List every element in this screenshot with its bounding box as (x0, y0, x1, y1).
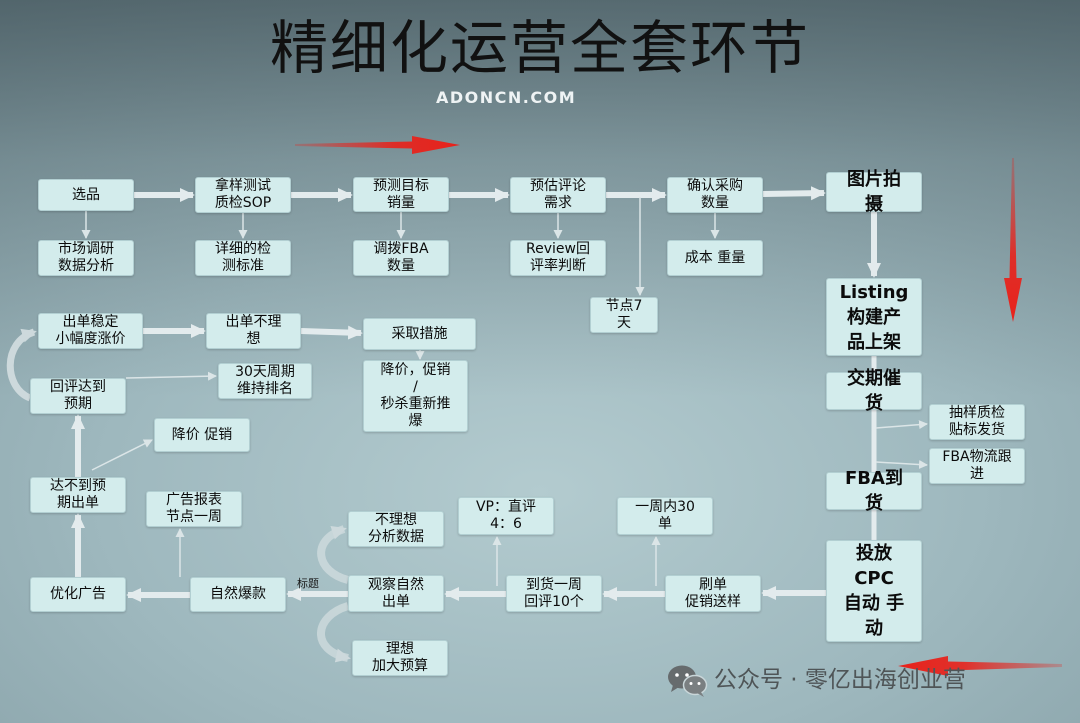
node-cpc: 投放 CPC 自动 手 动 (826, 540, 922, 642)
node-cost-weight: 成本 重量 (667, 240, 763, 276)
node-review-expected: 回评达到 预期 (30, 378, 126, 414)
node-ideal: 理想 加大预算 (352, 640, 448, 676)
node-sampling-qc: 抽样质检 贴标发货 (929, 404, 1025, 440)
node-fba-allocation: 调拨FBA 数量 (353, 240, 449, 276)
node-poor-orders: 出单不理 想 (206, 313, 301, 349)
curve-observe-to-ideal (317, 602, 351, 663)
node-below-expected: 达不到预 期出单 (30, 477, 126, 513)
node-fba-arrival: FBA到 货 (826, 468, 922, 514)
node-fba-logistics: FBA物流跟 进 (929, 448, 1025, 484)
site-subtitle: ADONCN.COM (436, 88, 577, 107)
node-natural-hit: 自然爆款 (190, 577, 286, 612)
node-stable-orders: 出单稳定 小幅度涨价 (38, 313, 143, 349)
node-price-cut-flash: 降价，促销 / 秒杀重新推 爆 (363, 360, 468, 432)
node-observe-orders: 观察自然 出单 (348, 575, 444, 612)
node-not-ideal: 不理想 分析数据 (348, 511, 444, 547)
node-brush-orders: 刷单 促销送样 (665, 575, 761, 612)
node-delivery-urge: 交期催 货 (826, 368, 922, 414)
node-select: 选品 (38, 179, 134, 211)
arrow-poor-to-measures (300, 325, 363, 340)
node-week-30: 一周内30 单 (617, 497, 713, 535)
edge-label: 标题 (297, 577, 319, 590)
arrow-to-sampling-qc (875, 420, 928, 430)
node-inspection-standard: 详细的检 测标准 (195, 240, 291, 276)
arrow-review-to-cycle-30 (125, 371, 217, 381)
node-photo: 图片拍 摄 (826, 169, 922, 215)
watermark-text: 公众号 · 零亿出海创业营 (714, 667, 966, 693)
node-cycle-30: 30天周期 维持排名 (218, 363, 312, 399)
wechat-icon (668, 665, 708, 697)
arrow-below-to-price-cut (91, 439, 153, 471)
diagram-title: 精细化运营全套环节 (269, 14, 810, 82)
node-confirm-purchase: 确认采购 数量 (667, 177, 763, 213)
node-estimate-reviews: 预估评论 需求 (510, 177, 606, 213)
node-market-research: 市场调研 数据分析 (38, 240, 134, 276)
red-arrow-top (295, 136, 460, 154)
node-7days: 节点7 天 (590, 297, 658, 333)
curve-review-to-stable (6, 328, 37, 402)
arrow-confirm-purchase-to-photo (762, 186, 826, 201)
node-listing: Listing 构建产 品上架 (826, 278, 922, 356)
node-take-measures: 采取措施 (363, 318, 476, 350)
node-review-rate: Review回 评率判断 (510, 240, 606, 276)
node-optimize-ads: 优化广告 (30, 577, 126, 612)
node-arrival-week: 到货一周 回评10个 (506, 575, 602, 612)
red-arrow-right (1004, 158, 1022, 322)
node-price-cut: 降价 促销 (154, 418, 250, 452)
node-forecast-sales: 预测目标 销量 (353, 177, 449, 212)
node-ad-report: 广告报表 节点一周 (146, 491, 242, 527)
curve-observe-to-not-ideal (317, 525, 350, 584)
node-vp-ratio: VP：直评 4：6 (458, 497, 554, 535)
node-sample-test: 拿样测试 质检SOP (195, 177, 291, 213)
arrow-to-fba-logistics (875, 460, 928, 470)
red-arrow-bottom (898, 656, 1062, 676)
